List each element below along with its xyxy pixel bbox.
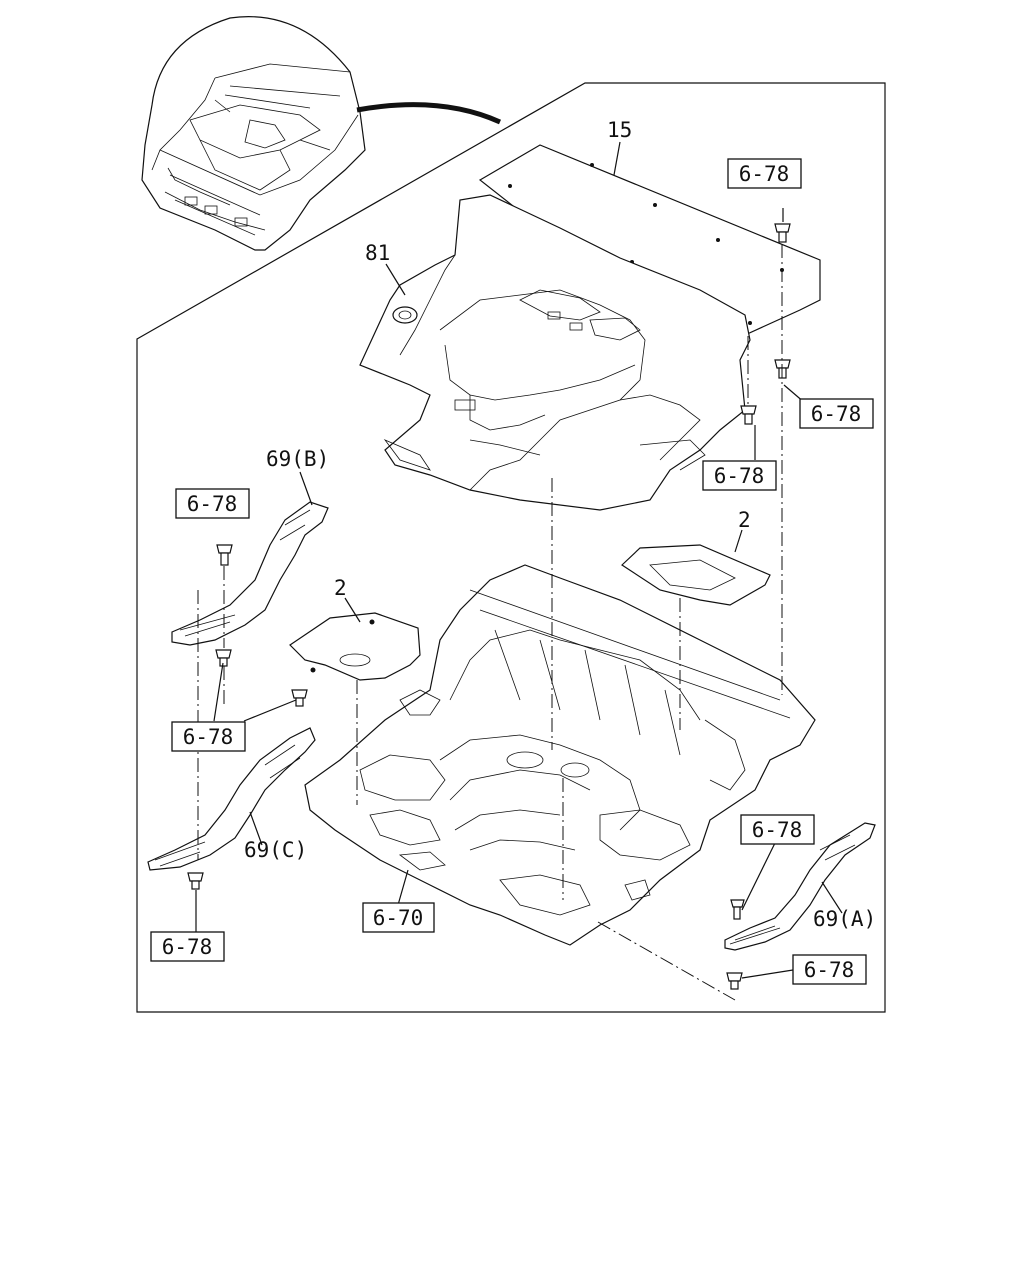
ref-box-6-78-right-bottom-b[interactable]: 6-78 — [792, 954, 867, 985]
ref-label: 6-78 — [183, 725, 234, 749]
ref-label: 6-78 — [162, 935, 213, 959]
callout-2-left: 2 — [334, 576, 347, 600]
callout-69c: 69(C) — [244, 838, 307, 862]
main-frame — [136, 82, 886, 1013]
part-69b-step-plate — [171, 501, 329, 646]
ref-box-6-78-right-mid[interactable]: 6-78 — [799, 398, 874, 429]
bolt-icon — [730, 899, 745, 920]
inset-pointer-arrow — [356, 102, 502, 125]
assembly-line — [197, 566, 225, 860]
ref-label: 6-78 — [804, 958, 855, 982]
ref-box-6-78-left-mid[interactable]: 6-78 — [171, 721, 246, 752]
bolt-icon — [291, 689, 308, 707]
bolt-icon — [740, 405, 757, 425]
part-2-right-plate — [621, 544, 771, 606]
ref-box-6-70[interactable]: 6-70 — [362, 902, 435, 933]
vehicle-overview-inset — [141, 16, 366, 251]
ref-label: 6-78 — [714, 464, 765, 488]
callout-15: 15 — [607, 118, 632, 142]
part-69a-step-plate — [724, 822, 876, 951]
ref-label: 6-70 — [373, 906, 424, 930]
bolt-icon — [187, 872, 204, 890]
part-2-left-plate — [289, 612, 421, 681]
part-6-70-floor-pan — [304, 564, 816, 946]
part-69c-step-plate — [147, 727, 316, 871]
callout-2-right: 2 — [738, 508, 751, 532]
ref-box-6-78-left-top[interactable]: 6-78 — [175, 488, 250, 519]
leader-lines — [195, 141, 843, 979]
ref-box-6-78-top-right[interactable]: 6-78 — [727, 158, 802, 189]
callout-69b: 69(B) — [266, 447, 329, 471]
part-81-floor-cover — [359, 194, 751, 511]
ref-box-6-78-right-bottom-a[interactable]: 6-78 — [740, 814, 815, 845]
ref-box-6-78-left-bottom[interactable]: 6-78 — [150, 931, 225, 962]
bolt-icon — [774, 223, 791, 243]
callout-81: 81 — [365, 241, 390, 265]
ref-label: 6-78 — [739, 162, 790, 186]
ref-label: 6-78 — [752, 818, 803, 842]
ref-label: 6-78 — [811, 402, 862, 426]
ref-box-6-78-mid[interactable]: 6-78 — [702, 460, 777, 491]
callout-69a: 69(A) — [813, 907, 876, 931]
bolt-icon — [216, 544, 233, 566]
assembly-line — [597, 921, 736, 1001]
bolt-icon — [726, 972, 743, 990]
ref-label: 6-78 — [187, 492, 238, 516]
